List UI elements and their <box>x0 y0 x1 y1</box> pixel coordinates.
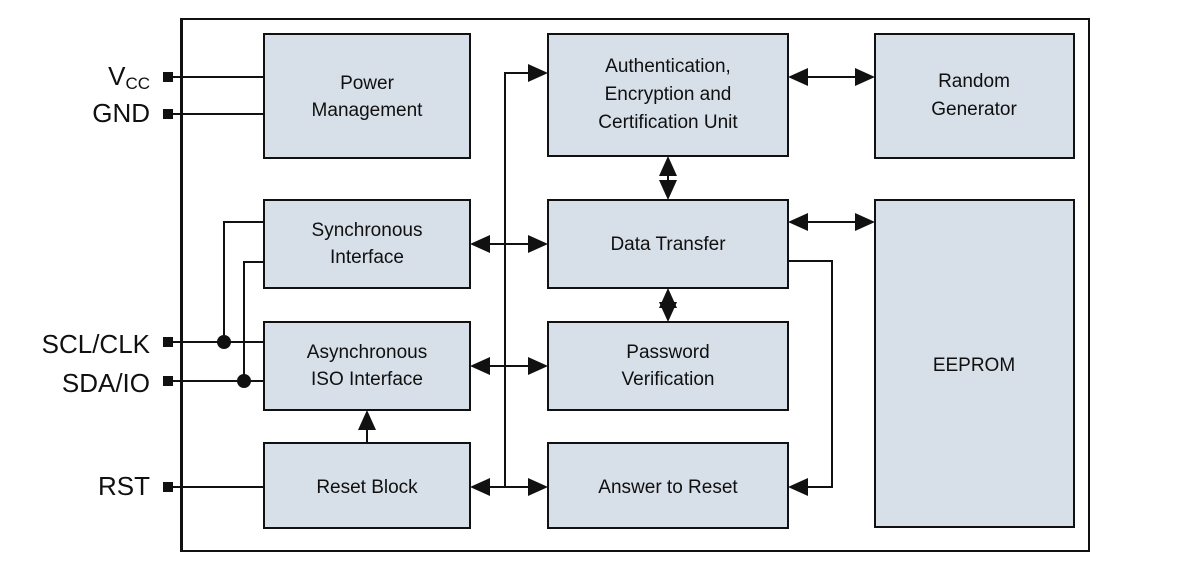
pin-label-rst: RST <box>98 471 150 501</box>
arrow-down-to-password-verification <box>659 302 677 322</box>
block-eeprom-rect[interactable] <box>874 199 1075 528</box>
block-power-management-rect[interactable] <box>263 33 471 159</box>
pin-square-rst <box>163 482 173 492</box>
block-authentication-label-line-2: Certification Unit <box>598 112 738 133</box>
block-password-verification-rect[interactable] <box>547 321 789 411</box>
block-power-management[interactable]: Power Management <box>263 33 471 159</box>
block-authentication[interactable]: Authentication, Encryption and Certifica… <box>547 33 789 157</box>
block-answer-to-reset[interactable]: Answer to Reset <box>547 442 789 529</box>
block-random-generator-label-line-0: Random <box>938 71 1010 92</box>
arrow-down-to-data-transfer <box>659 180 677 200</box>
pin-square-gnd <box>163 109 173 119</box>
pin-square-sda-io <box>163 376 173 386</box>
connection-layer <box>172 20 875 550</box>
arrow-to-async-iso-interface <box>470 357 490 375</box>
junction-dot-sda <box>237 374 251 388</box>
block-synchronous-interface-label-line-1: Interface <box>330 247 404 268</box>
block-eeprom[interactable]: EEPROM <box>874 199 1075 528</box>
pin-label-scl-clk: SCL/CLK <box>42 329 151 359</box>
block-power-management-label-line-1: Management <box>312 100 424 121</box>
block-asynchronous-iso-interface-rect[interactable] <box>263 321 471 411</box>
arrow-to-reset-block <box>470 478 490 496</box>
block-asynchronous-iso-interface-label-line-0: Asynchronous <box>307 342 427 363</box>
pin-label-vcc-subscript: CC <box>125 74 150 93</box>
pin-square-scl-clk <box>163 337 173 347</box>
block-data-transfer-rect[interactable] <box>547 199 789 289</box>
arrow-bus-to-authentication <box>528 64 548 82</box>
pin-layer: VCC GND SCL/CLK SDA/IO RST <box>42 61 173 501</box>
block-reset-block[interactable]: Reset Block <box>263 442 471 529</box>
pin-label-gnd: GND <box>92 98 150 128</box>
block-authentication-label-line-1: Encryption and <box>605 84 732 105</box>
pin-label-vcc-main: V <box>108 61 126 91</box>
block-random-generator-rect[interactable] <box>874 33 1075 159</box>
block-password-verification-label-line-0: Password <box>626 342 709 363</box>
arrow-to-password-verification-from-async <box>528 357 548 375</box>
block-asynchronous-iso-interface[interactable]: Asynchronous ISO Interface <box>263 321 471 411</box>
block-password-verification-label-line-1: Verification <box>622 369 715 390</box>
arrow-to-answer-to-reset-from-bus <box>528 478 548 496</box>
arrow-to-random-generator <box>855 68 875 86</box>
arrow-to-data-transfer-from-eeprom <box>788 213 808 231</box>
block-eeprom-label-line-0: EEPROM <box>933 355 1015 376</box>
block-data-transfer-label-line-0: Data Transfer <box>610 234 726 255</box>
block-layer: Power Management Authentication, Encrypt… <box>263 33 1075 529</box>
wire-central-bus-vertical <box>504 72 534 487</box>
block-password-verification[interactable]: Password Verification <box>547 321 789 411</box>
arrow-to-authentication-from-random <box>788 68 808 86</box>
block-random-generator-label-line-1: Generator <box>931 99 1017 120</box>
block-synchronous-interface-rect[interactable] <box>263 199 471 289</box>
arrow-to-data-transfer-from-sync <box>528 235 548 253</box>
pin-label-vcc: VCC <box>108 61 150 94</box>
block-authentication-label-line-0: Authentication, <box>605 56 731 77</box>
block-answer-to-reset-rect[interactable] <box>547 442 789 529</box>
arrow-to-synchronous-interface <box>470 235 490 253</box>
wire-data-transfer-to-answer-to-reset <box>788 260 833 488</box>
arrow-to-answer-to-reset-from-data-transfer <box>788 478 808 496</box>
pin-label-sda-io: SDA/IO <box>62 368 150 398</box>
block-answer-to-reset-label-line-0: Answer to Reset <box>598 477 738 498</box>
pin-square-vcc <box>163 72 173 82</box>
block-synchronous-interface[interactable]: Synchronous Interface <box>263 199 471 289</box>
block-authentication-rect[interactable] <box>547 33 789 157</box>
arrow-to-eeprom <box>855 213 875 231</box>
block-reset-block-label-line-0: Reset Block <box>316 477 418 498</box>
block-data-transfer[interactable]: Data Transfer <box>547 199 789 289</box>
arrow-up-to-authentication <box>659 156 677 176</box>
wire-sda-branch-to-synchronous-interface <box>243 261 264 381</box>
block-asynchronous-iso-interface-label-line-1: ISO Interface <box>311 369 423 390</box>
block-reset-block-rect[interactable] <box>263 442 471 529</box>
block-power-management-label-line-0: Power <box>340 73 395 94</box>
block-random-generator[interactable]: Random Generator <box>874 33 1075 159</box>
arrow-up-to-async-iso-interface <box>358 410 376 430</box>
block-synchronous-interface-label-line-0: Synchronous <box>312 220 423 241</box>
junction-dot-scl <box>217 335 231 349</box>
wire-scl-branch-to-synchronous-interface <box>223 221 264 342</box>
